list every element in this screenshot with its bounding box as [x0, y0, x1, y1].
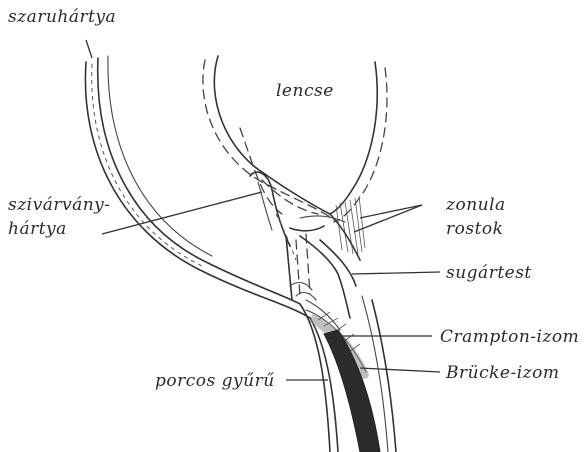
- label-cartilage-ring: porcos gyűrű: [155, 371, 275, 391]
- label-zonula-line2: rostok: [446, 219, 503, 239]
- label-zonula-line1: zonula: [445, 195, 506, 215]
- zonula-fibres-drawing: [240, 128, 365, 260]
- label-crampton-muscle: Crampton-izom: [440, 327, 579, 347]
- iris-drawing: [250, 172, 316, 300]
- label-ciliary-body: sugártest: [446, 263, 532, 283]
- label-brucke-muscle: Brücke-izom: [445, 363, 559, 383]
- label-lens: lencse: [276, 81, 334, 101]
- label-cornea: szaruhártya: [8, 7, 116, 27]
- label-iris-line2: hártya: [8, 219, 67, 239]
- label-iris-line1: szivárvány-: [8, 195, 111, 215]
